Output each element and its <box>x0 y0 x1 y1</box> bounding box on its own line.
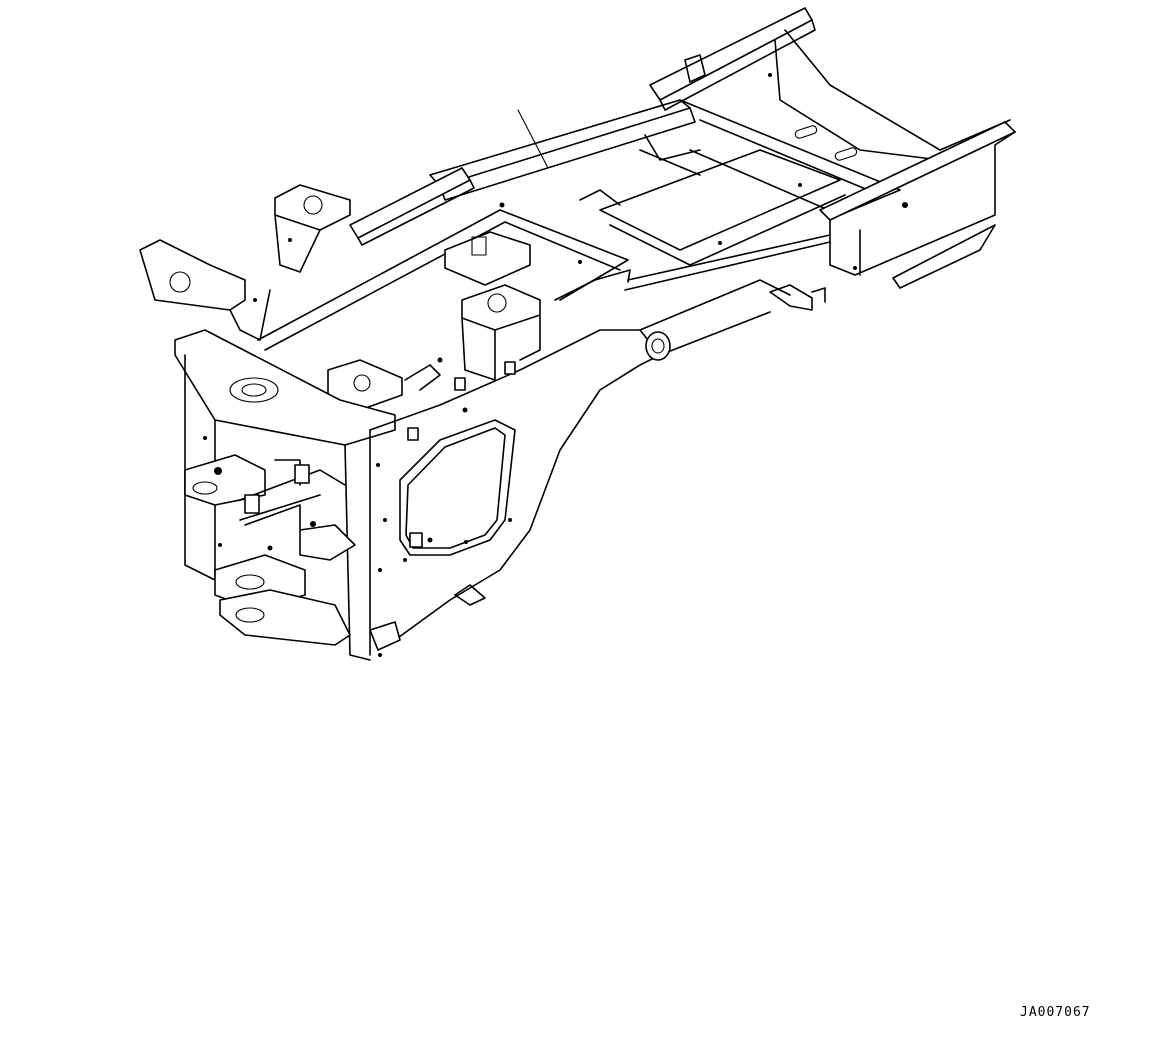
block-details <box>244 361 516 548</box>
drawing-code: JA007067 <box>1020 1005 1091 1020</box>
bolt-marks <box>203 73 908 657</box>
front-frame <box>139 167 791 661</box>
rear-frame <box>429 7 1016 311</box>
leader-line <box>517 109 549 169</box>
